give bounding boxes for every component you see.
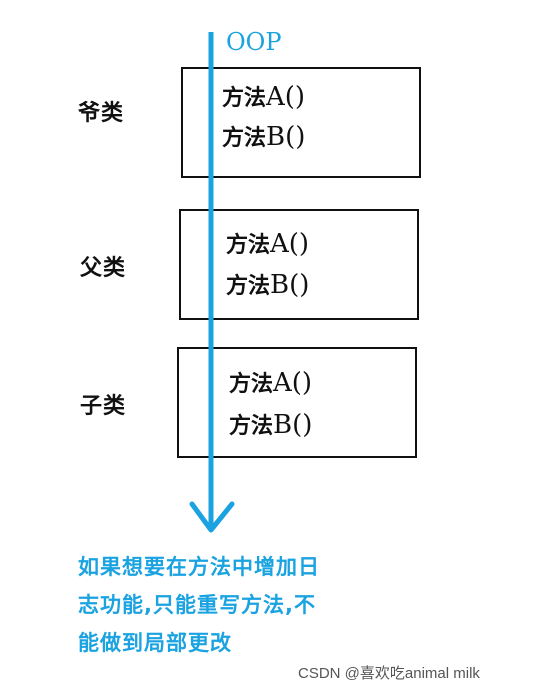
watermark: CSDN @喜欢吃animal milk bbox=[298, 665, 480, 682]
class-box-grandparent bbox=[181, 67, 421, 178]
note-line-2: 志功能,只能重写方法,不 bbox=[78, 593, 316, 617]
method-a-parent: 方法A() bbox=[226, 229, 310, 259]
class-box-parent bbox=[179, 209, 419, 320]
note-line-1: 如果想要在方法中增加日 bbox=[78, 555, 320, 579]
arrow-head bbox=[189, 501, 235, 533]
oop-label: OOP bbox=[226, 28, 282, 56]
class-label-child: 子类 bbox=[80, 394, 127, 419]
class-label-parent: 父类 bbox=[80, 256, 127, 281]
class-box-child bbox=[177, 347, 417, 458]
method-b-child: 方法B() bbox=[229, 410, 313, 440]
method-b-grandparent: 方法B() bbox=[222, 122, 306, 152]
method-b-parent: 方法B() bbox=[226, 270, 310, 300]
note-text: 如果想要在方法中增加日 志功能,只能重写方法,不 能做到局部更改 bbox=[78, 548, 458, 662]
method-a-child: 方法A() bbox=[229, 368, 313, 398]
method-a-grandparent: 方法A() bbox=[222, 82, 306, 112]
class-label-grandparent: 爷类 bbox=[78, 101, 125, 126]
note-line-3: 能做到局部更改 bbox=[78, 631, 232, 655]
